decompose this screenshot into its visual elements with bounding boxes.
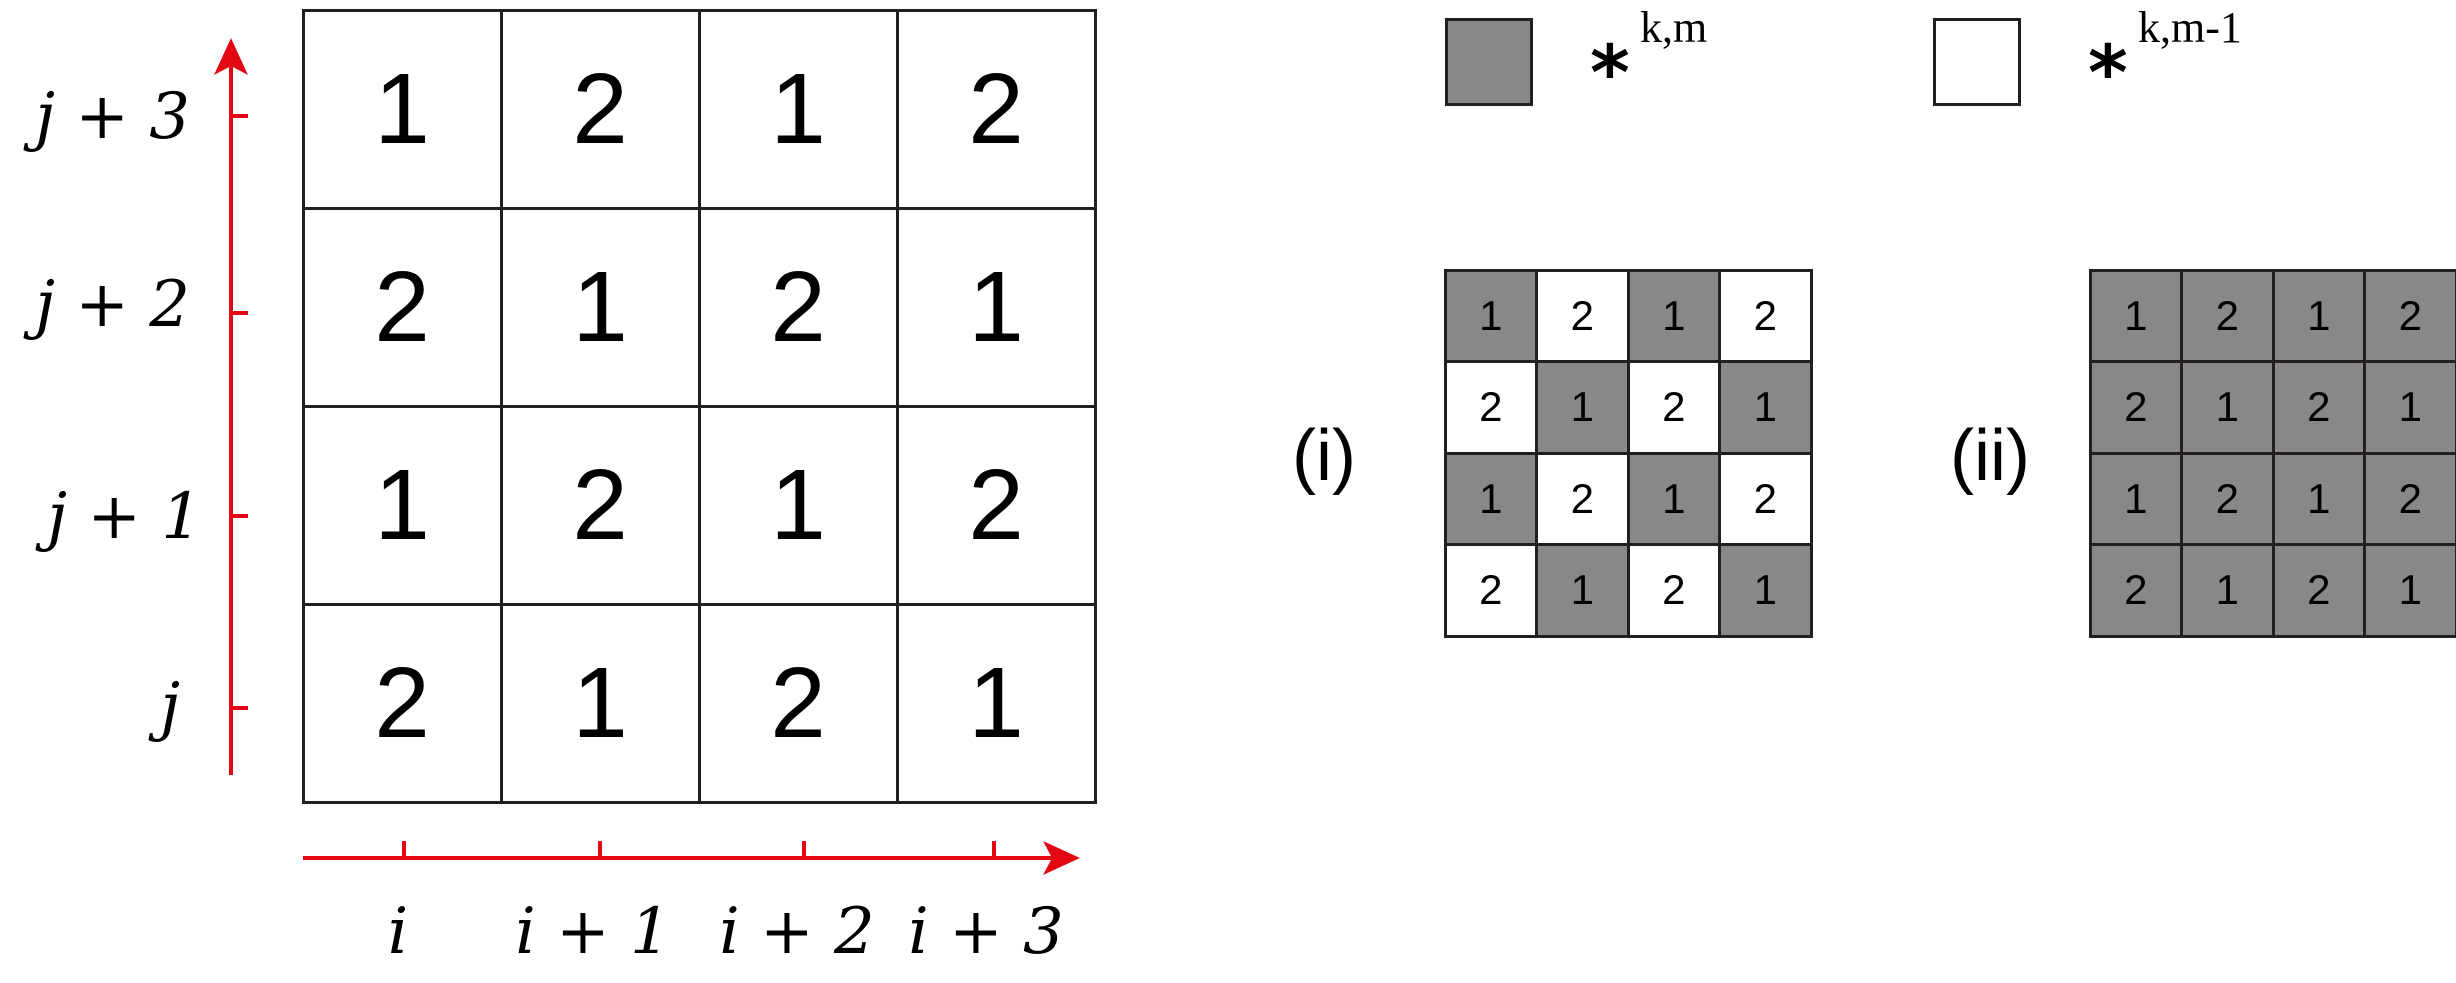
legend-shaded-star: * [1590,28,1630,117]
panel-i-cell: 2 [1718,268,1813,363]
panel-i-cell: 2 [1718,451,1813,546]
panel-ii-cell: 1 [2271,268,2366,363]
panel-i-label: (i) [1292,416,1356,496]
panel-i-cell: 2 [1535,451,1630,546]
y-label-j-plus-2: j + 2 [35,268,190,342]
legend-unshaded-superscript: k,m-1 [2138,3,2242,52]
panel-ii-cell: 1 [2180,543,2275,638]
panel-i-cell: 2 [1535,268,1630,363]
panel-ii-cell: 1 [2363,360,2456,455]
x-axis [303,841,1080,875]
y-label-j-plus-1: j + 1 [47,480,202,554]
panel-ii-cell: 2 [2088,543,2183,638]
panel-i-cell: 2 [1443,543,1538,638]
main-grid-cell: 2 [499,8,701,210]
main-grid-cell: 1 [895,206,1097,408]
main-grid-cell: 1 [301,404,503,606]
panel-ii-cell: 1 [2363,543,2456,638]
main-grid-cell: 2 [499,404,701,606]
panel-ii-cell: 2 [2088,360,2183,455]
main-grid-cell: 1 [499,602,701,804]
main-grid-cell: 1 [895,602,1097,804]
panel-ii-cell: 1 [2271,451,2366,546]
panel-i-cell: 1 [1535,543,1630,638]
y-label-j-plus-3: j + 3 [35,80,190,154]
panel-i-cell: 2 [1626,360,1721,455]
y-axis-arrowhead [214,38,248,75]
panel-i-cell: 1 [1626,268,1721,363]
y-axis [214,38,248,775]
x-axis-arrowhead [1043,841,1080,875]
panel-i-cell: 2 [1443,360,1538,455]
main-grid-cell: 1 [697,404,899,606]
main-grid-cell: 2 [895,404,1097,606]
x-label-i: i [387,895,409,969]
panel-ii-cell: 2 [2180,451,2275,546]
main-grid-cell: 1 [301,8,503,210]
main-grid-cell: 2 [697,206,899,408]
main-grid-cell: 2 [301,602,503,804]
panel-ii-cell: 2 [2180,268,2275,363]
legend-unshaded-star: * [2088,28,2128,117]
panel-i-cell: 1 [1718,543,1813,638]
panel-ii-cell: 2 [2271,543,2366,638]
panel-i-cell: 1 [1718,360,1813,455]
main-grid-cell: 1 [499,206,701,408]
panel-ii-cell: 2 [2271,360,2366,455]
legend-shaded-superscript: k,m [1640,3,1708,52]
main-grid-cell: 2 [301,206,503,408]
panel-i-cell: 1 [1443,268,1538,363]
panel-ii-label: (ii) [1950,416,2030,496]
panel-i-cell: 1 [1626,451,1721,546]
panel-ii-cell: 2 [2363,268,2456,363]
panel-i-cell: 1 [1535,360,1630,455]
x-label-i-plus-1: i + 1 [515,895,671,969]
main-grid-cell: 2 [895,8,1097,210]
main-grid-cell: 1 [697,8,899,210]
panel-ii-cell: 1 [2088,451,2183,546]
panel-ii-cell: 1 [2180,360,2275,455]
legend-unshaded-swatch [1933,18,2021,106]
panel-ii-cell: 1 [2088,268,2183,363]
legend-shaded-swatch [1445,18,1533,106]
panel-i-cell: 2 [1626,543,1721,638]
y-label-j: j [160,670,180,744]
x-label-i-plus-2: i + 2 [719,895,875,969]
panel-i-cell: 1 [1443,451,1538,546]
x-label-i-plus-3: i + 3 [908,895,1064,969]
panel-ii-cell: 2 [2363,451,2456,546]
main-grid-cell: 2 [697,602,899,804]
